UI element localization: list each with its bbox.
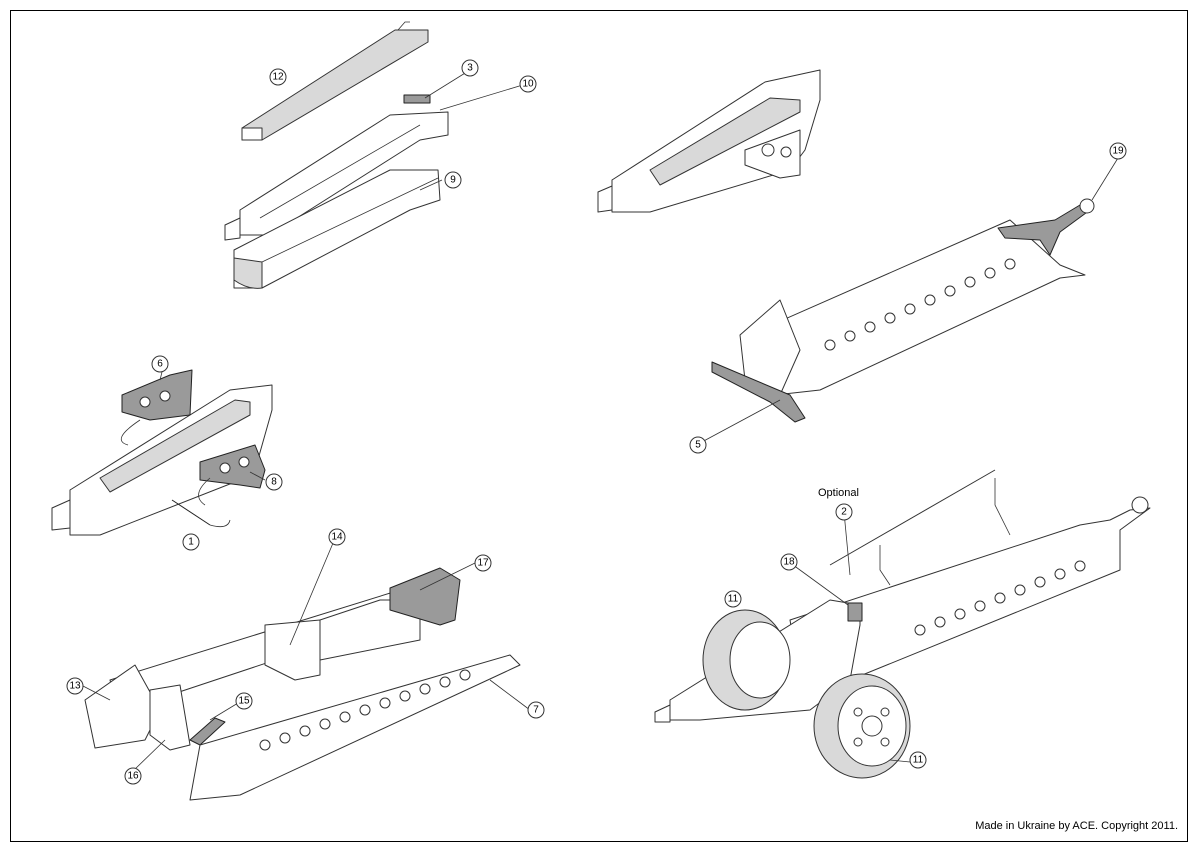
callout-17: 17 [474,554,492,572]
callout-18: 18 [780,553,798,571]
callout-8: 8 [265,473,283,491]
rail-holes [259,669,471,751]
callout-label: 13 [69,681,81,692]
trail-holes [824,258,1016,351]
callout-3: 3 [461,59,479,77]
callout-9: 9 [444,171,462,189]
callout-label: 3 [467,63,473,74]
callout-label: 6 [157,359,163,370]
callout-11-back: 11 [724,590,742,608]
final-trail-holes [914,560,1086,636]
carriage-trail-upper [711,198,1095,423]
callout-10: 10 [519,75,537,93]
callout-12: 12 [269,68,287,86]
barrel-cover-part-12 [241,21,429,141]
callout-7: 7 [527,701,545,719]
callout-label: 10 [522,79,534,90]
callout-label: 5 [695,440,701,451]
callout-14: 14 [328,528,346,546]
callout-label: 17 [477,558,489,569]
callout-label: 11 [728,594,739,605]
callout-2: 2 [835,503,853,521]
wheel-front [813,673,911,779]
receiver-with-brackets [51,369,273,536]
callout-label: 8 [271,477,277,488]
copyright-notice: Made in Ukraine by ACE. Copyright 2011. [975,820,1178,832]
callout-6: 6 [151,355,169,373]
final-assembly [654,469,1151,779]
optional-label: Optional [818,487,859,499]
callout-19: 19 [1109,142,1127,160]
receiver-upper-part-10 [224,94,449,241]
receiver-lower-part-9 [233,169,441,289]
wheel-back [702,609,791,711]
callout-16: 16 [124,767,142,785]
callout-label: 9 [450,175,456,186]
callout-label: 7 [533,705,539,716]
callout-label: 16 [127,771,139,782]
callout-label: 2 [841,507,847,518]
callout-13: 13 [66,677,84,695]
callout-label: 15 [238,696,250,707]
assembled-receiver [597,69,821,213]
callout-label: 11 [913,755,924,766]
callout-label: 14 [331,532,343,543]
callout-label: 19 [1112,146,1124,157]
callout-label: 18 [783,557,795,568]
callout-15: 15 [235,692,253,710]
carriage-exploded [84,567,521,801]
callout-label: 1 [188,537,194,548]
callout-1: 1 [182,533,200,551]
callout-5: 5 [689,436,707,454]
drawing-frame [10,10,1188,842]
callout-label: 12 [272,72,284,83]
leader-lines [82,69,1119,772]
callout-11-front: 11 [909,751,927,769]
